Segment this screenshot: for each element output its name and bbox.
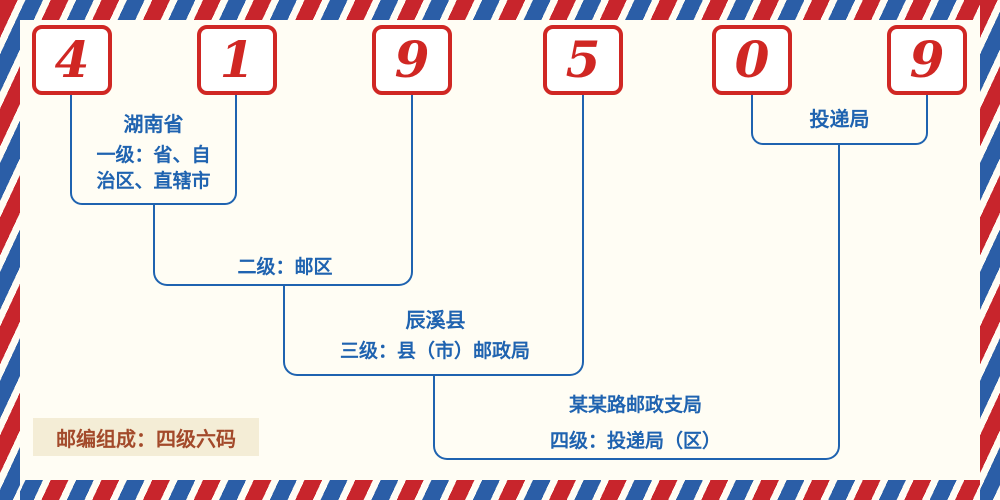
digit-4: 5 (565, 30, 601, 89)
level4-connector-left (433, 376, 638, 460)
digit-1: 4 (54, 30, 90, 89)
digit-box-6: 9 (887, 25, 967, 95)
level1-province-bracket: 湖南省 一级：省、自 治区、直辖市 (70, 95, 237, 205)
level1-desc-line1: 一级：省、自 (96, 145, 211, 166)
delivery-office-bracket: 投递局 (751, 95, 928, 145)
digit-box-1: 4 (32, 25, 112, 95)
digit-box-4: 5 (543, 25, 623, 95)
airmail-stripe-bottom (0, 480, 1000, 500)
level1-region-name: 湖南省 (123, 114, 184, 136)
airmail-stripe-left (0, 0, 20, 500)
level2-desc: 二级：邮区 (237, 257, 333, 278)
level4-desc: 四级：投递局（区） (549, 431, 721, 452)
digit-2: 1 (219, 30, 255, 89)
level2-connector-left (153, 205, 284, 286)
airmail-stripe-top (0, 0, 1000, 20)
digit-box-3: 9 (372, 25, 452, 95)
delivery-office-label: 投递局 (809, 109, 870, 131)
digit-6: 9 (909, 30, 945, 89)
composition-note: 邮编组成：四级六码 (33, 418, 259, 456)
level3-connector-left (283, 286, 434, 376)
level3-region-name: 辰溪县 (405, 310, 466, 332)
level3-connector-right (434, 95, 584, 376)
digit-box-2: 1 (197, 25, 277, 95)
level2-connector-right (284, 95, 413, 286)
level4-connector-right (638, 145, 840, 460)
level1-desc-line2: 治区、直辖市 (96, 171, 211, 192)
digit-box-5: 0 (712, 25, 792, 95)
digit-5: 0 (734, 30, 770, 89)
level3-desc: 三级：县（市）邮政局 (339, 341, 530, 362)
level4-branch-name: 某某路邮政支局 (568, 395, 702, 416)
digit-3: 9 (394, 30, 430, 89)
airmail-stripe-right (980, 0, 1000, 500)
